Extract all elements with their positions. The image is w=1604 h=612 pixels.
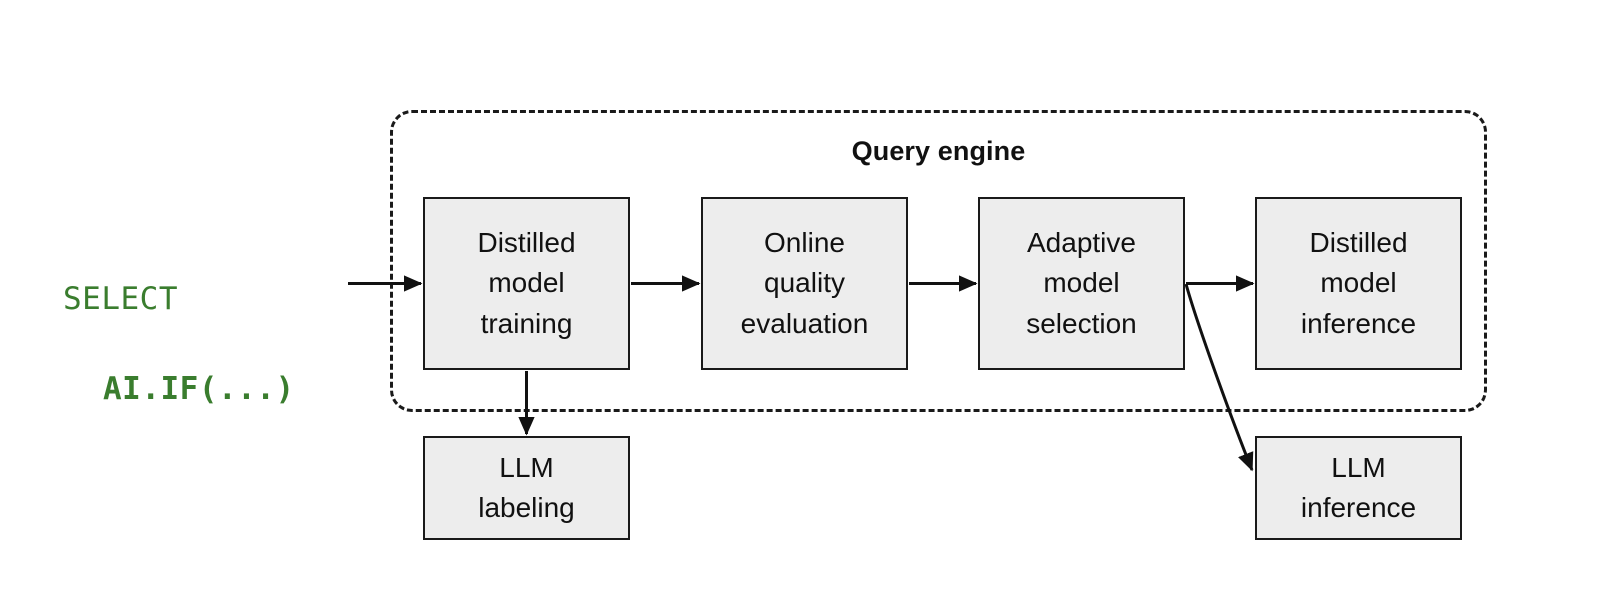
node-distilled-model-inference[interactable]: Distilled model inference [1255,197,1462,370]
node-online-quality-evaluation[interactable]: Online quality evaluation [701,197,908,370]
sql-query-snippet: SELECT AI.IF(...) [55,232,345,456]
node-llm-inference[interactable]: LLM inference [1255,436,1462,540]
query-engine-group-boundary [390,110,1487,412]
query-engine-title: Query engine [851,136,1026,166]
node-llm-labeling[interactable]: LLM labeling [423,436,630,540]
node-distilled-model-training[interactable]: Distilled model training [423,197,630,370]
sql-keyword-select: SELECT [63,281,178,318]
node-adaptive-model-selection[interactable]: Adaptive model selection [978,197,1185,370]
sql-function-ai-if: AI.IF(...) [103,370,295,407]
